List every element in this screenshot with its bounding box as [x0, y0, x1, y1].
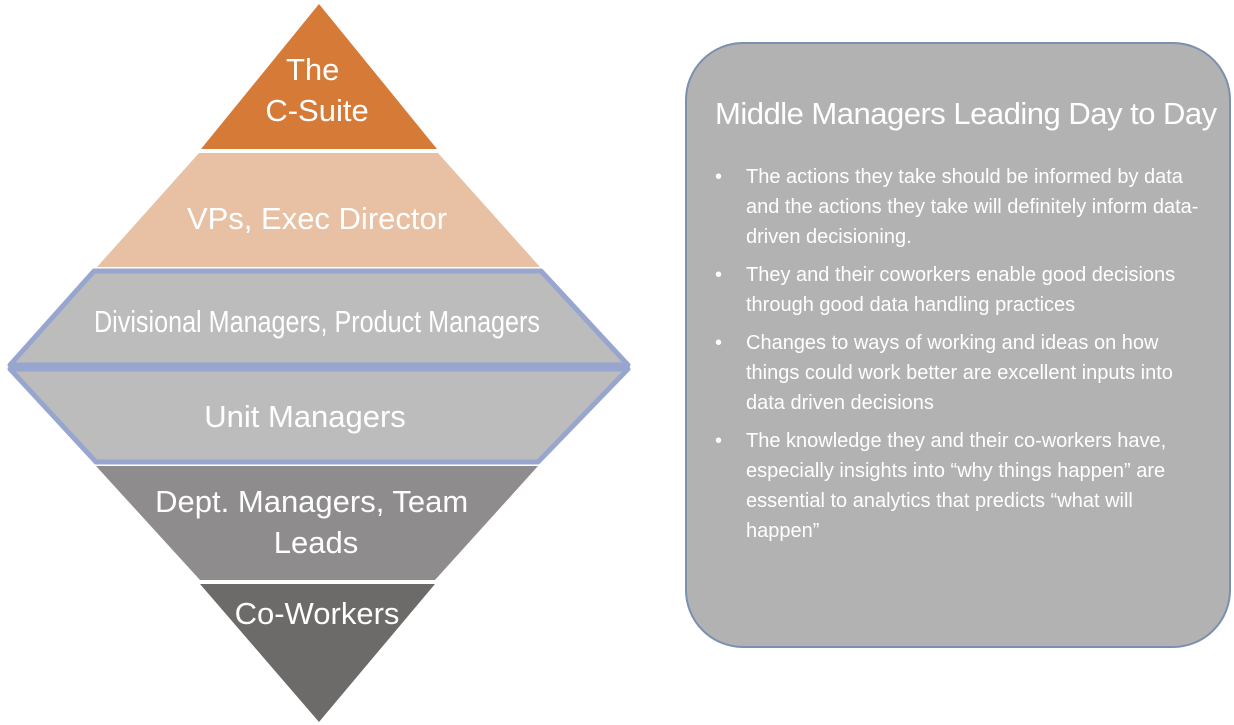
- tier-vps-exec-director: VPs, Exec Director: [97, 153, 540, 267]
- bullet-item-2-text: They and their coworkers enable good dec…: [746, 264, 1176, 316]
- tier-c-suite-label: The C-Suite: [265, 52, 368, 128]
- tier-divisional-managers-label: Divisional Managers, Product Managers: [94, 304, 540, 339]
- tier-dept-managers-team-leads: Dept. Managers, Team Leads: [96, 466, 538, 580]
- tier-unit-managers-label: Unit Managers: [204, 399, 406, 434]
- tier-c-suite-shape: [201, 4, 437, 149]
- tier-co-workers-label-line-1: Co-Workers: [235, 596, 400, 631]
- tier-vps-exec-director-label: VPs, Exec Director: [187, 201, 447, 236]
- tier-dept-managers-team-leads-label: Dept. Managers, Team Leads: [155, 484, 477, 560]
- panel-title: Middle Managers Leading Day to Day: [715, 96, 1217, 131]
- bullet-dot-icon: •: [715, 166, 723, 188]
- bullet-item-4-text: The knowledge they and their co-workers …: [746, 430, 1167, 542]
- bullet-dot-icon: •: [715, 430, 723, 452]
- bullet-item-1-text: The actions they take should be informed…: [746, 166, 1199, 248]
- tier-co-workers-label: Co-Workers: [235, 596, 400, 631]
- bullet-item-4: • The knowledge they and their co-worker…: [715, 426, 1203, 546]
- tier-divisional-managers-shape: [7, 268, 631, 368]
- tier-vps-exec-director-label-line-1: VPs, Exec Director: [187, 201, 447, 236]
- bullet-dot-icon: •: [715, 332, 723, 354]
- tier-divisional-managers: Divisional Managers, Product Managers: [7, 268, 631, 368]
- tier-unit-managers-shape: [7, 366, 631, 465]
- bullet-item-1: • The actions they take should be inform…: [715, 162, 1203, 252]
- bullet-item-2: • They and their coworkers enable good d…: [715, 260, 1203, 320]
- tier-unit-managers-label-line-1: Unit Managers: [204, 399, 406, 434]
- management-diamond-diagram: The C-Suite VPs, Exec Director Divisiona…: [7, 4, 631, 722]
- bullet-dot-icon: •: [715, 264, 723, 286]
- tier-co-workers: Co-Workers: [200, 584, 435, 722]
- bullet-item-3-text: Changes to ways of working and ideas on …: [746, 332, 1173, 414]
- tier-divisional-managers-label-line-1: Divisional Managers, Product Managers: [94, 304, 540, 339]
- tier-c-suite-label-line-1: The: [286, 52, 339, 87]
- bullet-item-3: • Changes to ways of working and ideas o…: [715, 328, 1203, 418]
- panel-bullet-list: • The actions they take should be inform…: [715, 162, 1203, 546]
- tier-dept-managers-team-leads-label-line-2: Leads: [274, 525, 358, 560]
- tier-dept-managers-team-leads-label-line-1: Dept. Managers, Team: [155, 484, 468, 519]
- tier-dept-managers-team-leads-shape: [96, 466, 538, 580]
- tier-vps-exec-director-shape: [97, 153, 540, 267]
- tier-c-suite-label-line-2: C-Suite: [265, 93, 368, 128]
- tier-c-suite: The C-Suite: [201, 4, 437, 149]
- middle-managers-panel: Middle Managers Leading Day to Day • The…: [685, 42, 1231, 648]
- tier-unit-managers: Unit Managers: [7, 366, 631, 465]
- tier-co-workers-shape: [200, 584, 435, 722]
